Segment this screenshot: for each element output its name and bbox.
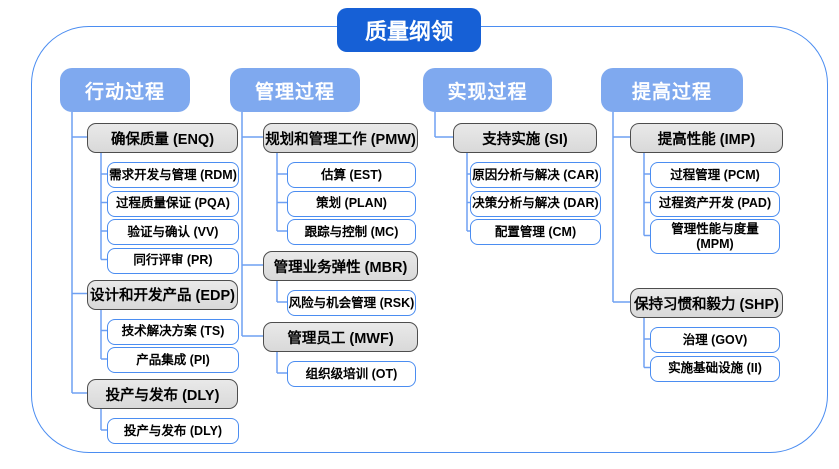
leaf-node: 需求开发与管理 (RDM) [107, 162, 239, 188]
leaf-node: 管理性能与度量 (MPM) [650, 219, 780, 254]
group-node: 提高性能 (IMP) [630, 123, 783, 153]
leaf-node: 同行评审 (PR) [107, 247, 239, 274]
leaf-node: 原因分析与解决 (CAR) [470, 162, 601, 188]
group-node: 设计和开发产品 (EDP) [87, 279, 238, 310]
group-node: 规划和管理工作 (PMW) [263, 123, 418, 153]
leaf-node: 投产与发布 (DLY) [107, 418, 239, 444]
leaf-node: 风险与机会管理 (RSK) [287, 290, 416, 316]
leaf-node: 过程质量保证 (PQA) [107, 190, 239, 217]
leaf-node: 跟踪与控制 (MC) [287, 219, 416, 245]
leaf-node: 过程管理 (PCM) [650, 162, 780, 188]
group-node: 确保质量 (ENQ) [87, 123, 238, 153]
group-node: 管理业务弹性 (MBR) [263, 251, 418, 281]
column-header-2: 管理过程 [230, 68, 360, 112]
leaf-node: 产品集成 (PI) [107, 347, 239, 373]
leaf-node: 实施基础设施 (II) [650, 355, 780, 382]
column-header-3: 实现过程 [423, 68, 552, 112]
leaf-node: 验证与确认 (VV) [107, 219, 239, 245]
group-node: 管理员工 (MWF) [263, 322, 418, 352]
group-node: 保持习惯和毅力 (SHP) [630, 288, 783, 318]
diagram-title: 质量纲领 [337, 8, 481, 52]
column-header-1: 行动过程 [60, 68, 190, 112]
leaf-node: 估算 (EST) [287, 162, 416, 188]
leaf-node: 组织级培训 (OT) [287, 361, 416, 387]
leaf-node: 决策分析与解决 (DAR) [470, 190, 601, 217]
leaf-node: 治理 (GOV) [650, 327, 780, 353]
leaf-node: 技术解决方案 (TS) [107, 318, 239, 345]
leaf-node: 策划 (PLAN) [287, 190, 416, 217]
leaf-node: 过程资产开发 (PAD) [650, 190, 780, 217]
leaf-node: 配置管理 (CM) [470, 219, 601, 245]
column-header-4: 提高过程 [601, 68, 743, 112]
group-node: 支持实施 (SI) [453, 123, 597, 153]
group-node: 投产与发布 (DLY) [87, 379, 238, 409]
